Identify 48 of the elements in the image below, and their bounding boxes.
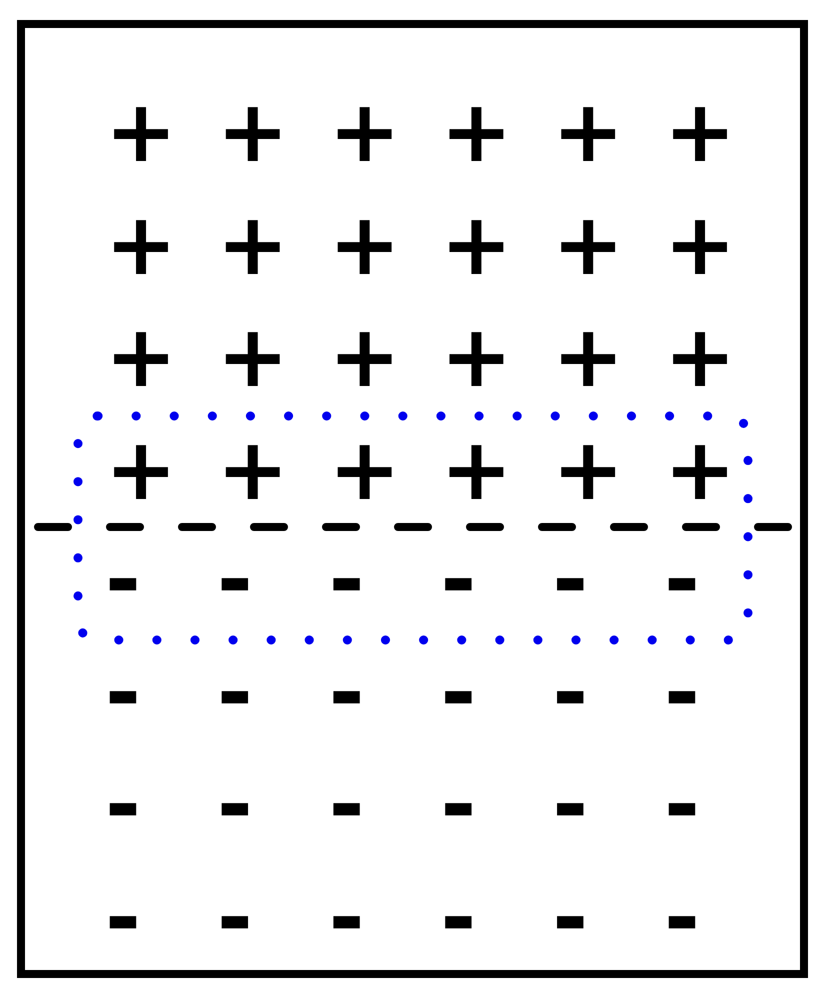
- minus-sign: -: [216, 762, 253, 848]
- plus-sign: +: [216, 202, 289, 288]
- minus-sign: -: [664, 874, 700, 960]
- plus-sign: +: [216, 89, 289, 175]
- minus-sign: -: [440, 762, 476, 848]
- minus-sign: -: [328, 537, 364, 623]
- plus-sign: +: [328, 426, 401, 512]
- plus-sign: +: [664, 426, 736, 512]
- minus-sign: -: [216, 650, 253, 736]
- minus-sign: -: [664, 762, 700, 848]
- plus-sign: +: [664, 314, 736, 400]
- minus-sign: -: [216, 874, 253, 960]
- plus-sign: +: [664, 202, 736, 288]
- plus-sign: +: [328, 89, 401, 175]
- plus-sign: +: [104, 426, 178, 512]
- minus-sign: -: [216, 537, 253, 623]
- minus-sign: -: [105, 650, 141, 736]
- minus-sign: -: [552, 762, 588, 848]
- minus-sign: -: [664, 650, 700, 736]
- plus-sign: +: [104, 202, 178, 288]
- minus-sign: -: [552, 874, 588, 960]
- plus-sign: +: [552, 202, 624, 288]
- plus-sign: +: [104, 89, 178, 175]
- minus-sign: -: [552, 650, 588, 736]
- minus-sign: -: [328, 762, 364, 848]
- plus-sign: +: [216, 426, 289, 512]
- minus-sign: -: [440, 537, 476, 623]
- minus-sign: -: [105, 537, 141, 623]
- plus-sign: +: [440, 89, 512, 175]
- plus-sign: +: [552, 426, 624, 512]
- minus-sign: -: [440, 650, 476, 736]
- plus-sign: +: [440, 202, 512, 288]
- minus-sign: -: [105, 874, 141, 960]
- minus-sign: -: [328, 874, 364, 960]
- plus-sign: +: [552, 89, 624, 175]
- plus-sign: +: [104, 314, 178, 400]
- minus-sign: -: [328, 650, 364, 736]
- plus-sign: +: [440, 314, 512, 400]
- plus-sign: +: [552, 314, 624, 400]
- minus-sign: -: [552, 537, 588, 623]
- plus-sign: +: [216, 314, 289, 400]
- minus-sign: -: [440, 874, 476, 960]
- plus-sign: +: [328, 202, 401, 288]
- plus-sign: +: [440, 426, 512, 512]
- plus-sign: +: [328, 314, 401, 400]
- minus-sign: -: [664, 537, 700, 623]
- minus-sign: -: [105, 762, 141, 848]
- plus-sign: +: [664, 89, 736, 175]
